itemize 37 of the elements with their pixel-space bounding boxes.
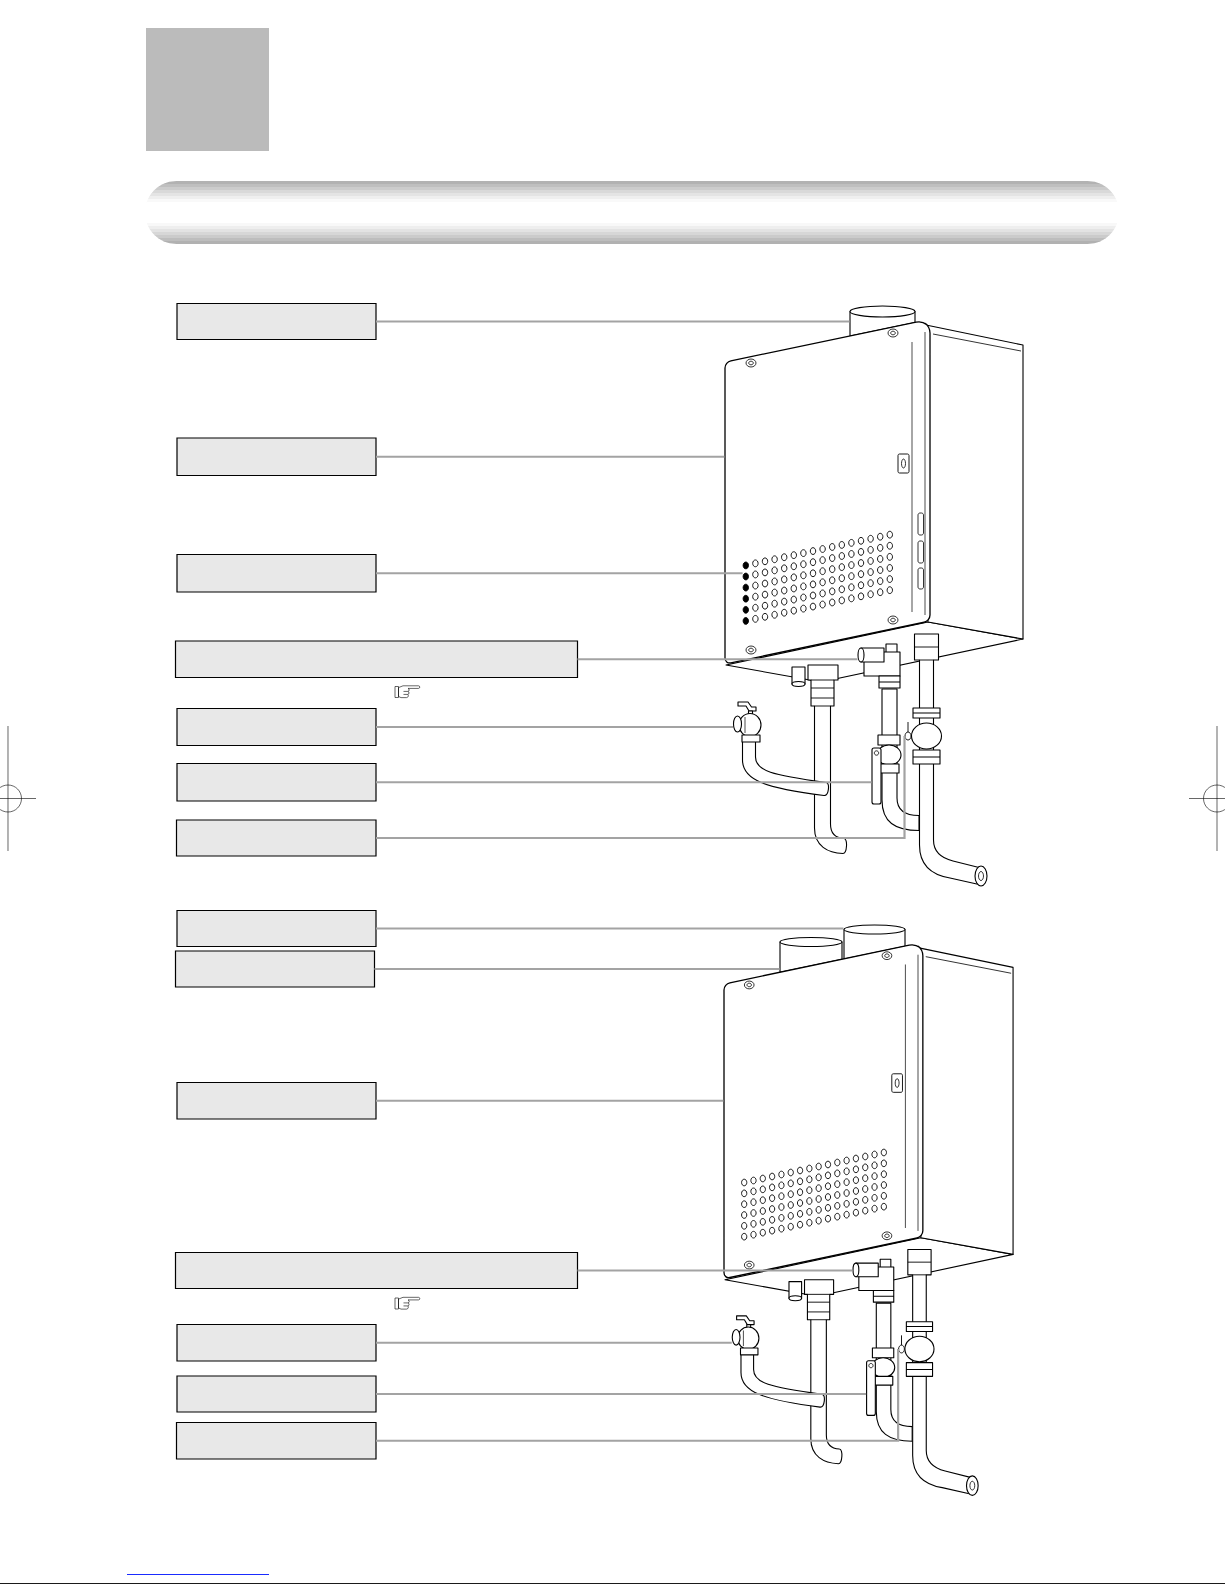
- vent-grille: [742, 530, 893, 625]
- label-box: [176, 1375, 377, 1413]
- label-box: [176, 762, 377, 802]
- leader-line: [376, 572, 743, 575]
- label-box: [176, 1323, 377, 1362]
- leader-line: [376, 736, 906, 840]
- label-box: [176, 707, 377, 747]
- label-box: [176, 909, 377, 948]
- label-box: [174, 950, 376, 988]
- leader-line: [376, 725, 733, 729]
- label-box: [176, 553, 377, 593]
- label-box: [175, 1421, 377, 1460]
- valve: [904, 707, 943, 765]
- pipe-fitting: [857, 643, 901, 689]
- leader-line: [374, 967, 780, 971]
- label-box: [176, 437, 377, 477]
- label-box: [174, 1251, 579, 1290]
- chapter-tab: [146, 28, 269, 151]
- valve: [732, 701, 829, 797]
- valve: [898, 1321, 935, 1377]
- leader-line: [376, 1349, 900, 1442]
- leader-line: [577, 1269, 853, 1272]
- leader-line: [376, 781, 872, 784]
- label-box: [175, 819, 377, 857]
- leader-line: [376, 927, 844, 930]
- leader-line: [376, 1099, 724, 1102]
- header-band: [145, 181, 1119, 244]
- leader-line: [376, 1392, 867, 1396]
- label-box: [174, 640, 579, 679]
- leader-line: [376, 1341, 732, 1344]
- leader-line: [577, 658, 858, 661]
- valve: [731, 1315, 825, 1408]
- leader-line: [376, 455, 725, 458]
- pipe-fitting: [852, 1258, 895, 1303]
- label-box: [176, 1081, 377, 1120]
- label-box: [176, 302, 377, 341]
- leader-line: [376, 320, 850, 323]
